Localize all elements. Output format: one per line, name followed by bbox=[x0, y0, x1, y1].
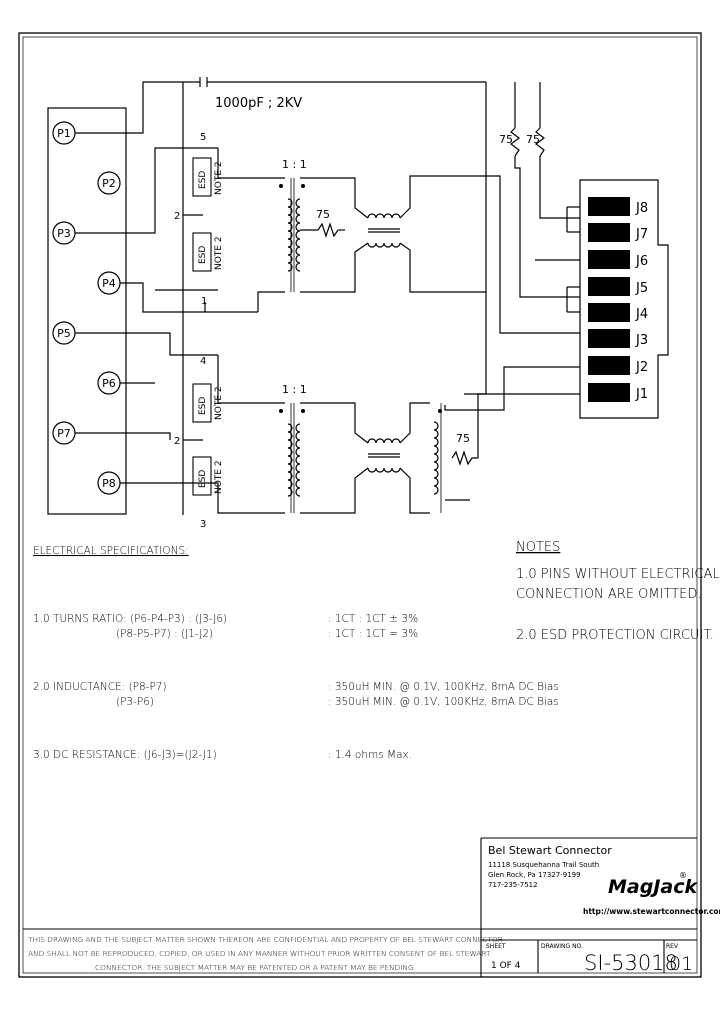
pin-label-p5: P5 bbox=[57, 327, 71, 340]
left-connector-block bbox=[47, 107, 127, 515]
spec-dc-resistance-value: : 1.4 ohms Max. bbox=[328, 749, 412, 761]
pin-label-p8: P8 bbox=[102, 477, 116, 490]
capacitor-label: 1000pF ; 2KV bbox=[215, 96, 302, 111]
esd-label-3: ESD bbox=[198, 397, 208, 415]
brand-registered-mark: ® bbox=[679, 871, 687, 880]
drawing-no-value: SI-53018 bbox=[584, 951, 678, 975]
sheet-value: 1 OF 4 bbox=[491, 961, 521, 971]
note2-label-1: NOTE 2 bbox=[214, 161, 224, 195]
confidential-line-1: THIS DRAWING AND THE SUBJECT MATTER SHOW… bbox=[28, 935, 503, 944]
company-phone: 717-235-7512 bbox=[488, 881, 538, 889]
pin-number-3: 3 bbox=[200, 519, 206, 530]
spec-turns-ratio-2: (P8-P5-P7) : (J1-J2) bbox=[116, 628, 213, 640]
company-name: Bel Stewart Connector bbox=[488, 844, 612, 857]
company-url: http://www.stewartconnector.com bbox=[583, 907, 720, 916]
wires bbox=[75, 77, 580, 515]
spec-inductance-value-1: : 350uH MIN. @ 0.1V, 100KHz, 8mA DC Bias bbox=[328, 681, 559, 693]
right-pin-blocks bbox=[588, 197, 630, 402]
note2-label-3: NOTE 2 bbox=[214, 386, 224, 420]
common-mode-choke-2 bbox=[367, 438, 401, 473]
spec-dc-resistance: 3.0 DC RESISTANCE: (J6-J3)=(J2-J1) bbox=[33, 749, 217, 761]
note-1-line-1: 1.0 PINS WITHOUT ELECTRICAL bbox=[516, 567, 720, 582]
confidential-line-3: CONNECTOR. THE SUBJECT MATTER MAY BE PAT… bbox=[95, 963, 414, 972]
resistor-value-3: 75 bbox=[499, 133, 513, 146]
sheet-label: SHEET bbox=[486, 943, 506, 950]
spec-inductance-1: 2.0 INDUCTANCE: (P8-P7) bbox=[33, 681, 167, 693]
pin-label-j6: J6 bbox=[635, 254, 648, 269]
pin-p2 bbox=[97, 171, 121, 195]
resistor-value-1: 75 bbox=[316, 208, 330, 221]
pin-label-p4: P4 bbox=[102, 277, 116, 290]
note-2: 2.0 ESD PROTECTION CIRCUIT. bbox=[516, 628, 714, 643]
drawing-no-label: DRAWING NO. bbox=[541, 943, 583, 950]
note2-label-4: NOTE 2 bbox=[214, 460, 224, 494]
pin-label-j7: J7 bbox=[635, 227, 648, 242]
common-mode-choke-1 bbox=[367, 213, 401, 248]
spec-inductance-2: (P3-P6) bbox=[116, 696, 154, 708]
spec-turns-ratio-1: 1.0 TURNS RATIO: (P6-P4-P3) : (J3-J6) bbox=[33, 613, 227, 625]
brand-logo: MagJack bbox=[608, 876, 698, 898]
transformer-1 bbox=[279, 178, 305, 292]
esd-label-4: ESD bbox=[198, 470, 208, 488]
pin-label-j2: J2 bbox=[635, 360, 648, 375]
company-address-1: 11118 Susquehanna Trail South bbox=[488, 861, 599, 869]
inner-border bbox=[22, 36, 698, 974]
pin-number-4: 4 bbox=[200, 356, 206, 367]
esd-label-2: ESD bbox=[198, 246, 208, 264]
pin-label-j5: J5 bbox=[635, 281, 648, 296]
spec-turns-value-2: : 1CT : 1CT = 3% bbox=[328, 628, 418, 640]
spec-inductance-value-2: : 350uH MIN. @ 0.1V, 100KHz, 8mA DC Bias bbox=[328, 696, 559, 708]
pin-label-j8: J8 bbox=[635, 201, 648, 216]
termination-coil bbox=[433, 403, 442, 513]
company-address-2: Glen Rock, Pa 17327-9199 bbox=[488, 871, 581, 879]
pin-label-j1: J1 bbox=[635, 387, 648, 402]
resistor-value-2: 75 bbox=[456, 432, 470, 445]
pin-number-1: 1 bbox=[201, 296, 207, 307]
pin-label-p6: P6 bbox=[102, 377, 116, 390]
title-block bbox=[23, 837, 697, 977]
pin-label-j3: J3 bbox=[635, 333, 648, 348]
spec-turns-value-1: : 1CT : 1CT ± 3% bbox=[328, 613, 418, 625]
rev-value: 01 bbox=[669, 953, 693, 975]
pin-label-p3: P3 bbox=[57, 227, 71, 240]
right-connector-frame bbox=[579, 179, 669, 419]
turns-ratio-1: 1 : 1 bbox=[282, 158, 307, 171]
esd-boxes bbox=[192, 157, 212, 496]
pin-label-p2: P2 bbox=[102, 177, 116, 190]
pin-number-2-top: 2 bbox=[174, 211, 180, 222]
pin-label-p7: P7 bbox=[57, 427, 71, 440]
specs-heading: ELECTRICAL SPECIFICATIONS: bbox=[33, 545, 189, 557]
confidential-line-2: AND SHALL NOT BE REPRODUCED, COPIED, OR … bbox=[28, 949, 491, 958]
rev-label: REV bbox=[666, 943, 679, 950]
note2-label-2: NOTE 2 bbox=[214, 236, 224, 270]
note-1-line-2: CONNECTION ARE OMITTED. bbox=[516, 587, 701, 602]
pin-label-p1: P1 bbox=[57, 127, 71, 140]
pin-number-2-bottom: 2 bbox=[174, 436, 180, 447]
outer-border bbox=[18, 32, 702, 978]
turns-ratio-2: 1 : 1 bbox=[282, 383, 307, 396]
transformer-2 bbox=[279, 403, 305, 513]
esd-label-1: ESD bbox=[198, 171, 208, 189]
notes-heading: NOTES bbox=[516, 540, 560, 555]
pin-label-j4: J4 bbox=[635, 307, 648, 322]
pin-number-5: 5 bbox=[200, 132, 206, 143]
resistor-value-4: 75 bbox=[526, 133, 540, 146]
